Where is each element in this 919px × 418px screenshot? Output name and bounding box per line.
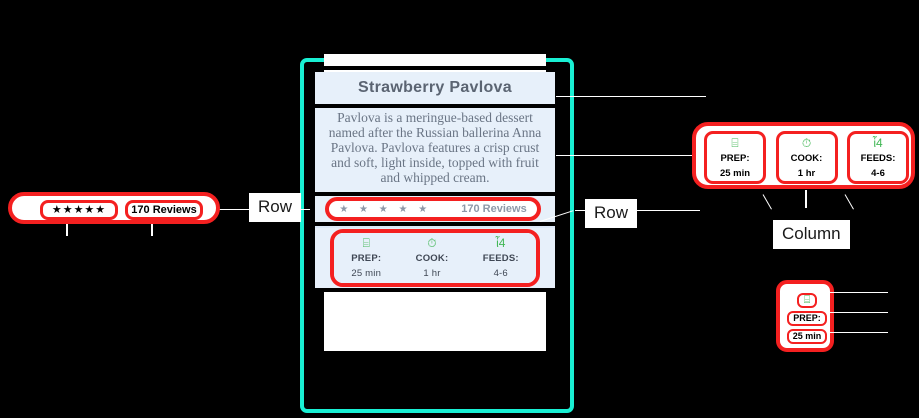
label-column: Column (773, 220, 850, 249)
value-box[interactable]: 25 min (787, 328, 827, 344)
stat-value-feeds: 4-6 (871, 167, 885, 179)
stat-column-feeds: ἷ4 FEEDS: 4-6 (483, 237, 519, 279)
stat-label-prep: PREP: (720, 152, 750, 164)
stat-column-cook: ⏱ COOK: 1 hr (416, 237, 449, 279)
connector-single-label (828, 312, 888, 313)
connector-desc-right (556, 155, 706, 156)
connector-single-value (828, 332, 888, 333)
tick-column-cook (805, 190, 807, 208)
timer-icon: ⏱ (801, 135, 812, 150)
star-rating-icon: ★ ★ ★ ★ ★ (339, 203, 432, 215)
card-row-description (315, 108, 555, 196)
stat-value-cook: 1 hr (797, 167, 816, 179)
fridge-icon: ⌸ (362, 236, 370, 250)
row-separator (309, 192, 565, 196)
exploded-column-feeds[interactable]: ἷ4 FEEDS: 4-6 (847, 131, 909, 184)
stat-value-prep: 25 min (719, 167, 751, 179)
fridge-icon: ⌸ (803, 293, 811, 306)
tick-stars (66, 224, 68, 236)
exploded-column-panel[interactable]: ⌸ PREP: 25 min ⏱ COOK: 1 hr ἷ4 FEEDS: 4-… (692, 122, 915, 189)
tick-column-feeds (844, 194, 854, 210)
fridge-icon: ⌸ (731, 135, 739, 150)
stat-label-cook: COOK: (415, 253, 449, 264)
timer-icon: ⏱ (427, 236, 437, 250)
recipe-description: Pavlova is a meringue-based dessert name… (328, 110, 542, 185)
recipe-title: Strawberry Pavlova (358, 79, 512, 96)
stat-label-feeds: FEEDS: (860, 152, 896, 164)
stat-value-prep: 25 min (351, 268, 382, 279)
highlight-stats-row[interactable]: ⌸ PREP: 25 min ⏱ COOK: 1 hr ἷ4 FEEDS: 4-… (330, 229, 540, 287)
tick-reviews (151, 224, 153, 236)
row-separator (309, 104, 565, 108)
exploded-row-panel[interactable]: ★★★★★ 170 Reviews (8, 192, 220, 224)
row-separator (309, 222, 565, 226)
stat-label-cook: COOK: (790, 152, 823, 164)
connector-single-icon (828, 292, 888, 293)
highlight-rating-row[interactable]: ★ ★ ★ ★ ★ 170 Reviews (325, 197, 541, 221)
exploded-column-prep[interactable]: ⌸ PREP: 25 min (704, 131, 766, 184)
reviews-count-box[interactable]: 170 Reviews (125, 200, 203, 220)
reviews-count-label: 170 Reviews (131, 203, 197, 216)
cutlery-icon: ἷ4 (873, 135, 883, 150)
label-row-left: Row (249, 193, 302, 222)
stat-label-feeds: FEEDS: (482, 253, 519, 264)
row-separator (309, 66, 565, 70)
reviews-count-label: 170 Reviews (461, 203, 527, 215)
stat-label-prep: PREP: (351, 253, 382, 264)
connector-stats-to-panel (575, 210, 700, 211)
stat-column-prep: ⌸ PREP: 25 min (351, 237, 381, 279)
exploded-single-column-panel[interactable]: ⌸ PREP: 25 min (776, 280, 834, 352)
stat-value-feeds: 4-6 (493, 268, 508, 279)
label-row-right: Row (585, 199, 638, 228)
connector-title-right (556, 96, 706, 97)
exploded-column-cook[interactable]: ⏱ COOK: 1 hr (775, 131, 838, 184)
label-box[interactable]: PREP: (787, 310, 827, 326)
stat-value-cook: 1 hr (423, 268, 441, 279)
card-row-title (315, 72, 555, 104)
rating-stars-box[interactable]: ★★★★★ (40, 200, 118, 220)
icon-box[interactable]: ⌸ (797, 292, 817, 308)
star-rating-icon: ★★★★★ (51, 203, 107, 216)
row-separator (309, 288, 565, 292)
tick-column-prep (762, 194, 772, 210)
cutlery-icon: ἷ4 (496, 236, 506, 250)
